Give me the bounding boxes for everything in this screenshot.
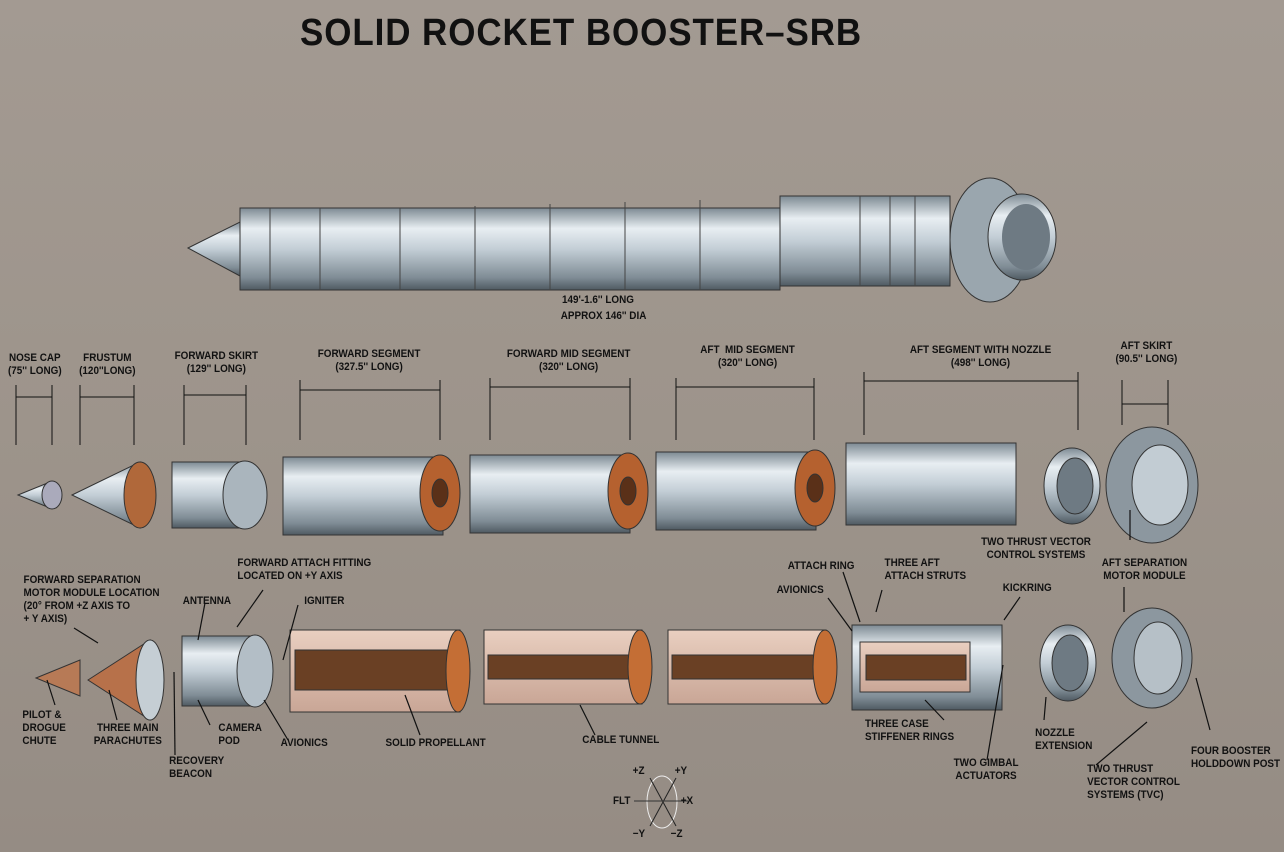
segment-aft-skirt: AFT SKIRT(90.5'' LONG)	[1115, 340, 1177, 366]
segment-length: (90.5'' LONG)	[1115, 353, 1178, 365]
label-cable-tunnel: CABLE TUNNEL	[582, 734, 660, 746]
label-recovery-beacon: RECOVERY BEACON	[169, 755, 225, 780]
segment-length: (320'' LONG)	[717, 357, 778, 369]
segment-nose-cap: NOSE CAP(75'' LONG)	[8, 352, 62, 378]
segment-forward-segment: FORWARD SEGMENT(327.5'' LONG)	[318, 348, 421, 374]
label-kickring: KICKRING	[1002, 582, 1052, 594]
label-igniter: IGNITER	[304, 595, 345, 607]
label-forward-separation: FORWARD SEPARATION MOTOR MODULE LOCATION…	[23, 574, 160, 625]
label-avionics-forward: AVIONICS	[280, 737, 328, 749]
axis-minus-z: −Z	[670, 828, 683, 840]
label-holddown-post: FOUR BOOSTER HOLDDOWN POST	[1190, 745, 1281, 770]
dimension-lines	[15, 372, 1169, 445]
page-title: SOLID ROCKET BOOSTER–SRB	[300, 12, 863, 54]
label-aft-separation: AFT SEPARATION MOTOR MODULE	[1101, 557, 1188, 582]
axis-plus-y: +Y	[674, 765, 688, 777]
label-camera-pod: CAMERA POD	[218, 722, 262, 747]
segment-forward-mid: FORWARD MID SEGMENT(320'' LONG)	[507, 348, 631, 374]
segment-length: (320'' LONG)	[539, 361, 599, 373]
segment-length: (498'' LONG)	[950, 357, 1011, 369]
full-booster	[186, 177, 1057, 303]
segment-forward-skirt: FORWARD SKIRT(129'' LONG)	[175, 350, 258, 376]
segment-name: FORWARD SEGMENT	[317, 348, 421, 360]
cutaway-parts-row	[34, 607, 1193, 721]
label-gimbal-actuators: TWO GIMBAL ACTUATORS	[953, 757, 1019, 782]
label-attach-ring: ATTACH RING	[787, 560, 855, 572]
label-stiffener-rings: THREE CASE STIFFENER RINGS	[864, 718, 955, 743]
segment-name: AFT MID SEGMENT	[700, 344, 795, 356]
segment-name: FORWARD MID SEGMENT	[506, 348, 631, 360]
label-forward-attach: FORWARD ATTACH FITTING LOCATED ON +Y AXI…	[237, 557, 372, 582]
segment-frustum: FRUSTUM(120''LONG)	[79, 352, 135, 378]
label-solid-propellant: SOLID PROPELLANT	[385, 737, 486, 749]
label-aft-attach-struts: THREE AFT ATTACH STRUTS	[884, 557, 967, 582]
segment-length: (327.5'' LONG)	[335, 361, 403, 373]
overall-diameter: APPROX 146'' DIA	[560, 310, 647, 322]
segment-name: FRUSTUM	[83, 352, 132, 364]
axis-flight: FLT	[612, 795, 631, 807]
label-pilot-drogue: PILOT & DROGUE CHUTE	[22, 709, 66, 747]
label-main-parachutes: THREE MAIN PARACHUTES	[93, 722, 162, 747]
label-antenna: ANTENNA	[182, 595, 232, 607]
leader-arrows	[46, 510, 1211, 766]
label-tvc-lower: TWO THRUST VECTOR CONTROL SYSTEMS (TVC)	[1087, 763, 1180, 801]
segment-length: (75'' LONG)	[7, 365, 62, 377]
segment-length: (120''LONG)	[79, 365, 136, 377]
segment-name: AFT SKIRT	[1120, 340, 1173, 352]
label-nozzle-extension: NOZZLE EXTENSION	[1035, 727, 1093, 752]
segment-length: (129'' LONG)	[186, 363, 246, 375]
label-avionics-aft: AVIONICS	[776, 584, 824, 596]
segment-aft-with-nozzle: AFT SEGMENT WITH NOZZLE(498'' LONG)	[910, 344, 1051, 370]
segment-name: FORWARD SKIRT	[174, 350, 259, 362]
axis-symbol	[634, 775, 688, 829]
axis-plus-z: +Z	[632, 765, 645, 777]
segment-name: NOSE CAP	[8, 352, 61, 364]
segment-aft-mid: AFT MID SEGMENT(320'' LONG)	[700, 344, 795, 370]
exploded-parts-row	[16, 426, 1199, 544]
segment-name: AFT SEGMENT WITH NOZZLE	[909, 344, 1052, 356]
label-tvc-upper: TWO THRUST VECTOR CONTROL SYSTEMS	[981, 536, 1091, 561]
axis-plus-x: +X	[680, 795, 694, 807]
overall-length: 149'-1.6'' LONG	[562, 294, 634, 306]
axis-minus-y: −Y	[632, 828, 646, 840]
